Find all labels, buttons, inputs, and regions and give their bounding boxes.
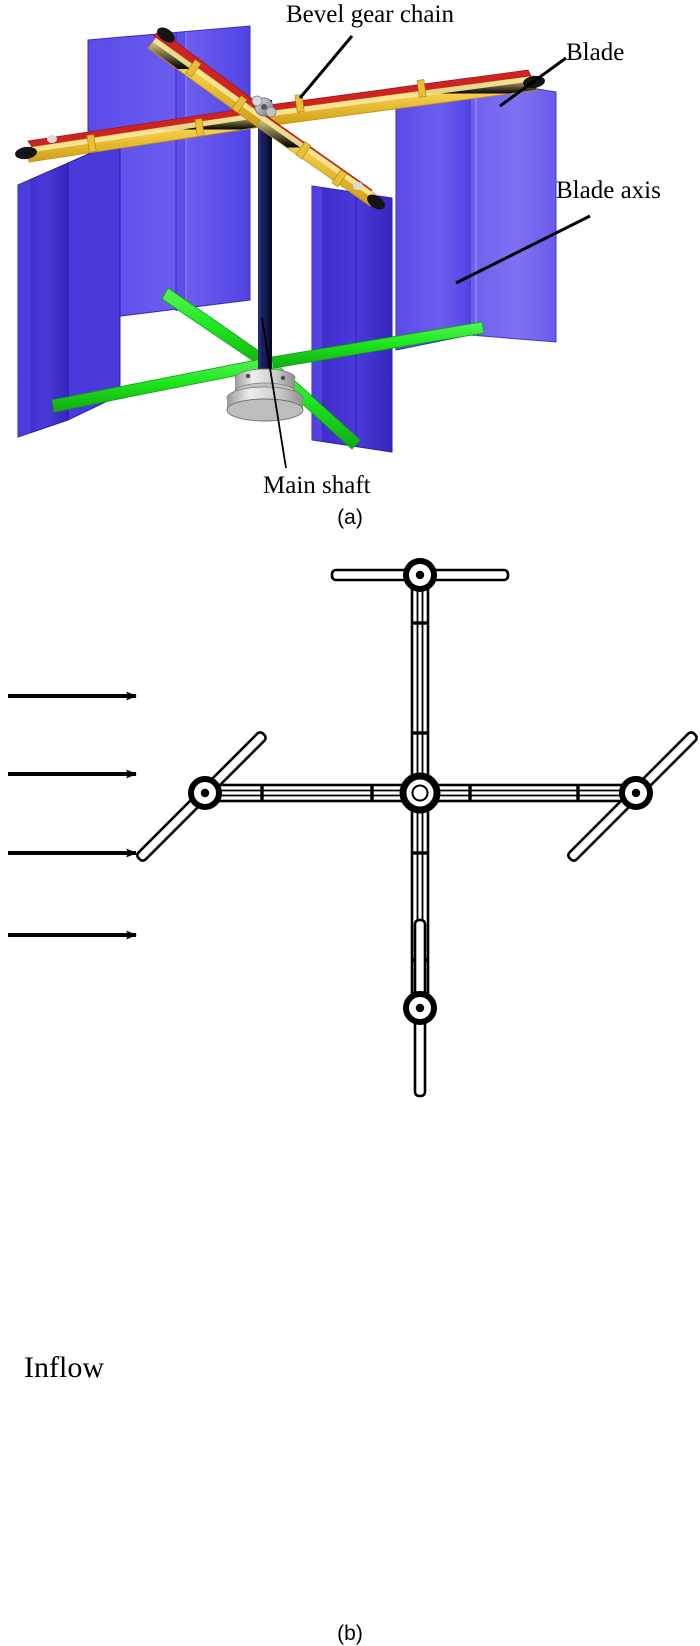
base-pedestal bbox=[226, 368, 304, 422]
panel-b-svg bbox=[8, 558, 698, 1098]
blade-front-center bbox=[311, 185, 393, 453]
panel-b-plan-view: Inflow (b) bbox=[0, 540, 700, 1645]
label-main-shaft: Main shaft bbox=[263, 472, 371, 499]
label-bevel-gear-chain: Bevel gear chain bbox=[286, 1, 454, 28]
blade-right bbox=[395, 77, 557, 351]
label-inflow: Inflow bbox=[24, 1351, 104, 1384]
blade-pivot-north bbox=[403, 558, 437, 592]
label-blade: Blade bbox=[566, 39, 625, 66]
blade-pivot-south bbox=[403, 991, 437, 1025]
rotor-center-hub bbox=[399, 772, 441, 814]
blade-back-left bbox=[87, 25, 251, 321]
arm-collars bbox=[86, 59, 427, 188]
panel-a-3d-view: Bevel gear chain Blade Blade axis Main s… bbox=[0, 0, 700, 540]
bevel-gear-chain-center bbox=[251, 95, 277, 118]
main-shaft bbox=[258, 100, 272, 385]
caption-panel-b: (b) bbox=[337, 1622, 363, 1645]
blade-pivot-west bbox=[188, 776, 222, 810]
leader-main-shaft bbox=[261, 317, 287, 469]
caption-panel-a: (a) bbox=[337, 506, 363, 529]
leader-bevel-gear-chain bbox=[298, 35, 354, 99]
inflow-arrows bbox=[8, 691, 137, 940]
panel-a-svg bbox=[15, 25, 591, 469]
blade-pivot-east bbox=[619, 776, 653, 810]
leader-blade bbox=[499, 56, 567, 108]
label-blade-axis: Blade axis bbox=[556, 177, 661, 204]
leader-lines bbox=[261, 35, 591, 469]
leader-blade-axis bbox=[455, 214, 591, 285]
